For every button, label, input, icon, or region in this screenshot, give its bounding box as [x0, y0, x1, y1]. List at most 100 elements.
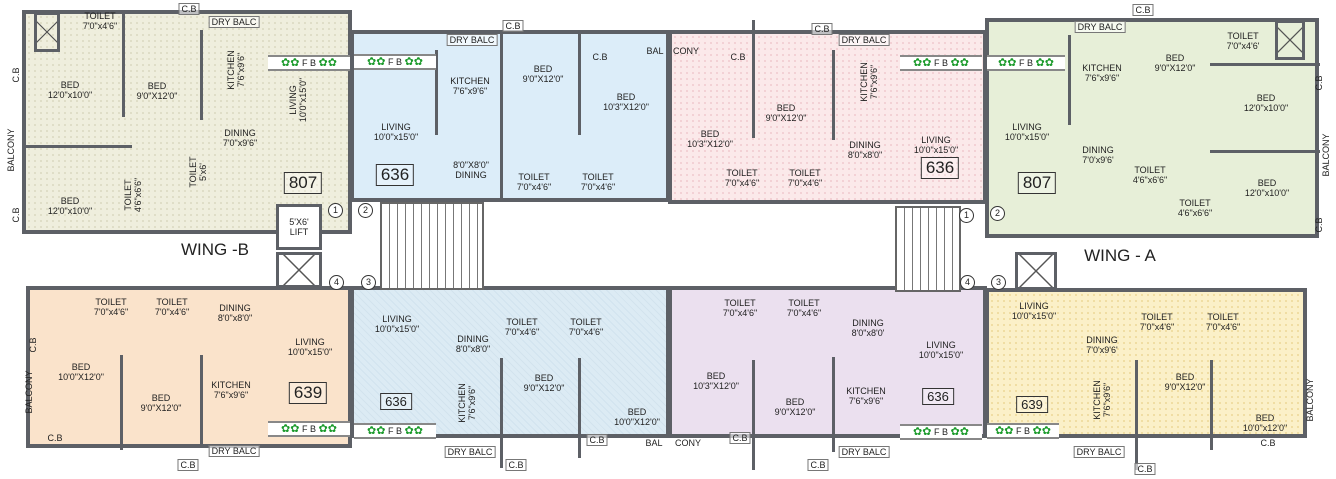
wall [435, 50, 438, 135]
flower-bed: ✿✿ F B ✿✿ [268, 55, 350, 71]
cupboard: C.B [807, 459, 829, 471]
flat-a-636-bottom [668, 286, 987, 438]
dry-balcony: DRY BALC [1073, 446, 1125, 458]
dry-balcony: DRY BALC [838, 446, 890, 458]
cupboard: C.B [11, 207, 21, 223]
balcony-left-half: BAL [646, 46, 664, 56]
marker-4: 4 [960, 275, 975, 290]
dry-balcony: DRY BALC [1074, 21, 1126, 33]
balcony: BALCONY [1321, 133, 1331, 177]
flower-bed: ✿✿ F B ✿✿ [354, 423, 436, 439]
wall [1135, 360, 1138, 470]
lift[interactable] [276, 204, 322, 250]
duct-shaft [34, 12, 60, 52]
flower-bed: ✿✿ F B ✿✿ [354, 54, 436, 70]
balcony-left-half: BAL [645, 438, 663, 448]
balcony-right-half: CONY [674, 438, 702, 448]
marker-1: 1 [328, 203, 343, 218]
unit-number: 639 [1016, 396, 1048, 413]
cupboard: C.B [729, 432, 751, 444]
wall [1210, 63, 1320, 66]
balcony: BALCONY [6, 128, 16, 172]
cupboard: C.B [1314, 217, 1324, 233]
balcony: BALCONY [1305, 378, 1315, 422]
flat-b-636-bottom [350, 286, 670, 438]
unit-number: 636 [375, 164, 415, 186]
wall [1210, 150, 1320, 153]
wall [752, 20, 755, 138]
marker-1: 1 [959, 208, 974, 223]
wall [578, 30, 581, 135]
room-dining: 8'0"X8'0"DINING [453, 160, 489, 180]
wing-b-label: WING -B [181, 240, 249, 259]
dry-balcony: DRY BALC [446, 34, 498, 46]
marker-2: 2 [358, 203, 373, 218]
unit-number: 636 [920, 157, 960, 179]
wall [500, 358, 503, 468]
flower-bed: ✿✿ F B ✿✿ [987, 55, 1065, 71]
flower-bed: ✿✿ F B ✿✿ [268, 421, 350, 437]
wall [500, 30, 503, 200]
balcony: BALCONY [24, 370, 34, 414]
cupboard: C.B [178, 3, 200, 15]
flower-bed: ✿✿ F B ✿✿ [987, 423, 1059, 439]
flat-a-639 [985, 288, 1307, 438]
lift-label: 5'X6'LIFT [289, 217, 309, 237]
wall [1210, 360, 1213, 450]
wing-a-label: WING - A [1084, 246, 1156, 265]
cupboard: C.B [592, 52, 608, 62]
wall [1068, 35, 1071, 125]
wall [200, 30, 203, 120]
flower-bed: ✿✿ F B ✿✿ [900, 55, 982, 71]
flower-bed: ✿✿ F B ✿✿ [900, 424, 982, 440]
balcony-right-half: CONY [672, 46, 700, 56]
wall [122, 12, 125, 117]
cupboard: C.B [502, 20, 524, 32]
staircase [895, 206, 961, 292]
marker-3: 3 [991, 275, 1006, 290]
cupboard: C.B [811, 23, 833, 35]
cupboard: C.B [1260, 438, 1276, 448]
